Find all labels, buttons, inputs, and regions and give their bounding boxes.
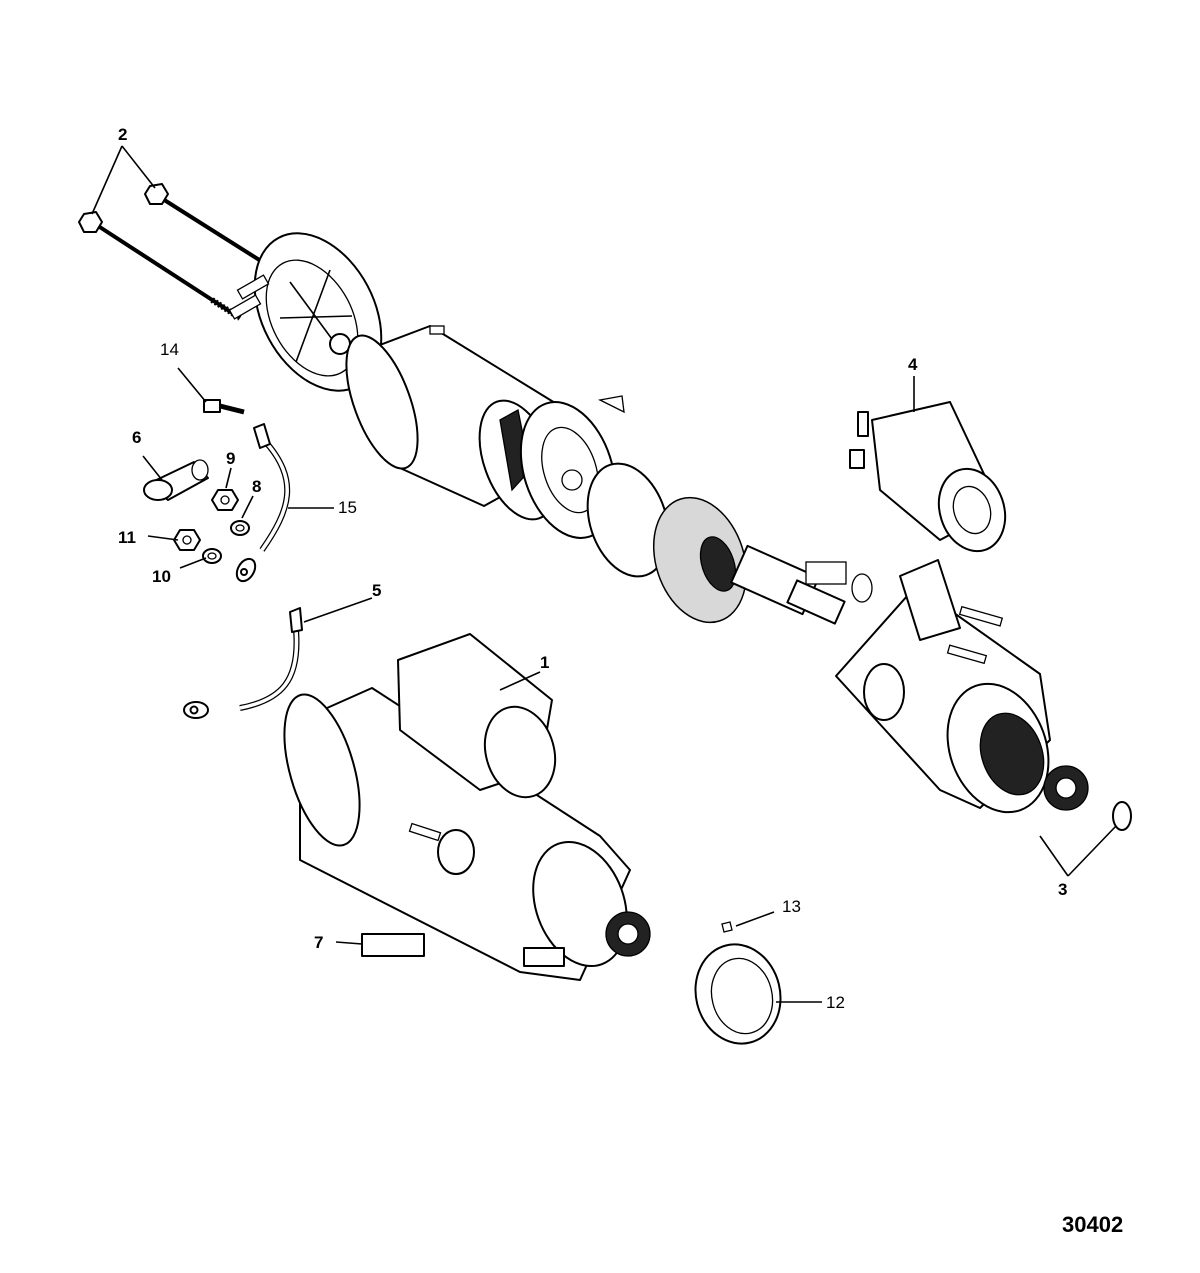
callout-15: 15 <box>338 498 357 517</box>
hardware-nut-11 <box>173 529 201 551</box>
hardware-washer-8 <box>230 520 250 536</box>
callout-14: 14 <box>160 340 179 359</box>
decal <box>361 933 425 957</box>
figure-number: 30402 <box>1062 1212 1123 1237</box>
leader-lines <box>91 145 1117 1003</box>
assembled-starter <box>283 633 651 981</box>
callout-4: 4 <box>908 355 918 374</box>
callout-7: 7 <box>314 933 323 952</box>
drive-cover <box>694 943 782 1045</box>
drive-pinion <box>1043 765 1132 831</box>
through-bolts <box>78 183 274 321</box>
callout-6: 6 <box>132 428 141 447</box>
terminal-boot <box>143 459 209 501</box>
callout-3: 3 <box>1058 880 1067 899</box>
callout-labels: 1 2 3 4 5 6 7 8 9 10 11 12 13 14 15 <box>118 125 1067 1012</box>
callout-10: 10 <box>152 567 171 586</box>
callout-13: 13 <box>782 897 801 916</box>
drive-housing <box>835 559 1051 814</box>
callout-8: 8 <box>252 477 261 496</box>
screw <box>203 399 245 415</box>
callout-12: 12 <box>826 993 845 1012</box>
callout-5: 5 <box>372 581 381 600</box>
solenoid <box>849 401 1007 553</box>
hardware-washer-10 <box>202 548 222 564</box>
callout-1: 1 <box>540 653 549 672</box>
armature <box>652 496 873 625</box>
callout-11: 11 <box>118 528 136 547</box>
clip <box>721 921 733 933</box>
short-cable <box>235 423 291 583</box>
callout-2: 2 <box>118 125 127 144</box>
brush-plate <box>519 395 670 578</box>
callout-9: 9 <box>226 449 235 468</box>
battery-cable <box>183 607 303 719</box>
hardware-nut-9 <box>211 489 239 511</box>
